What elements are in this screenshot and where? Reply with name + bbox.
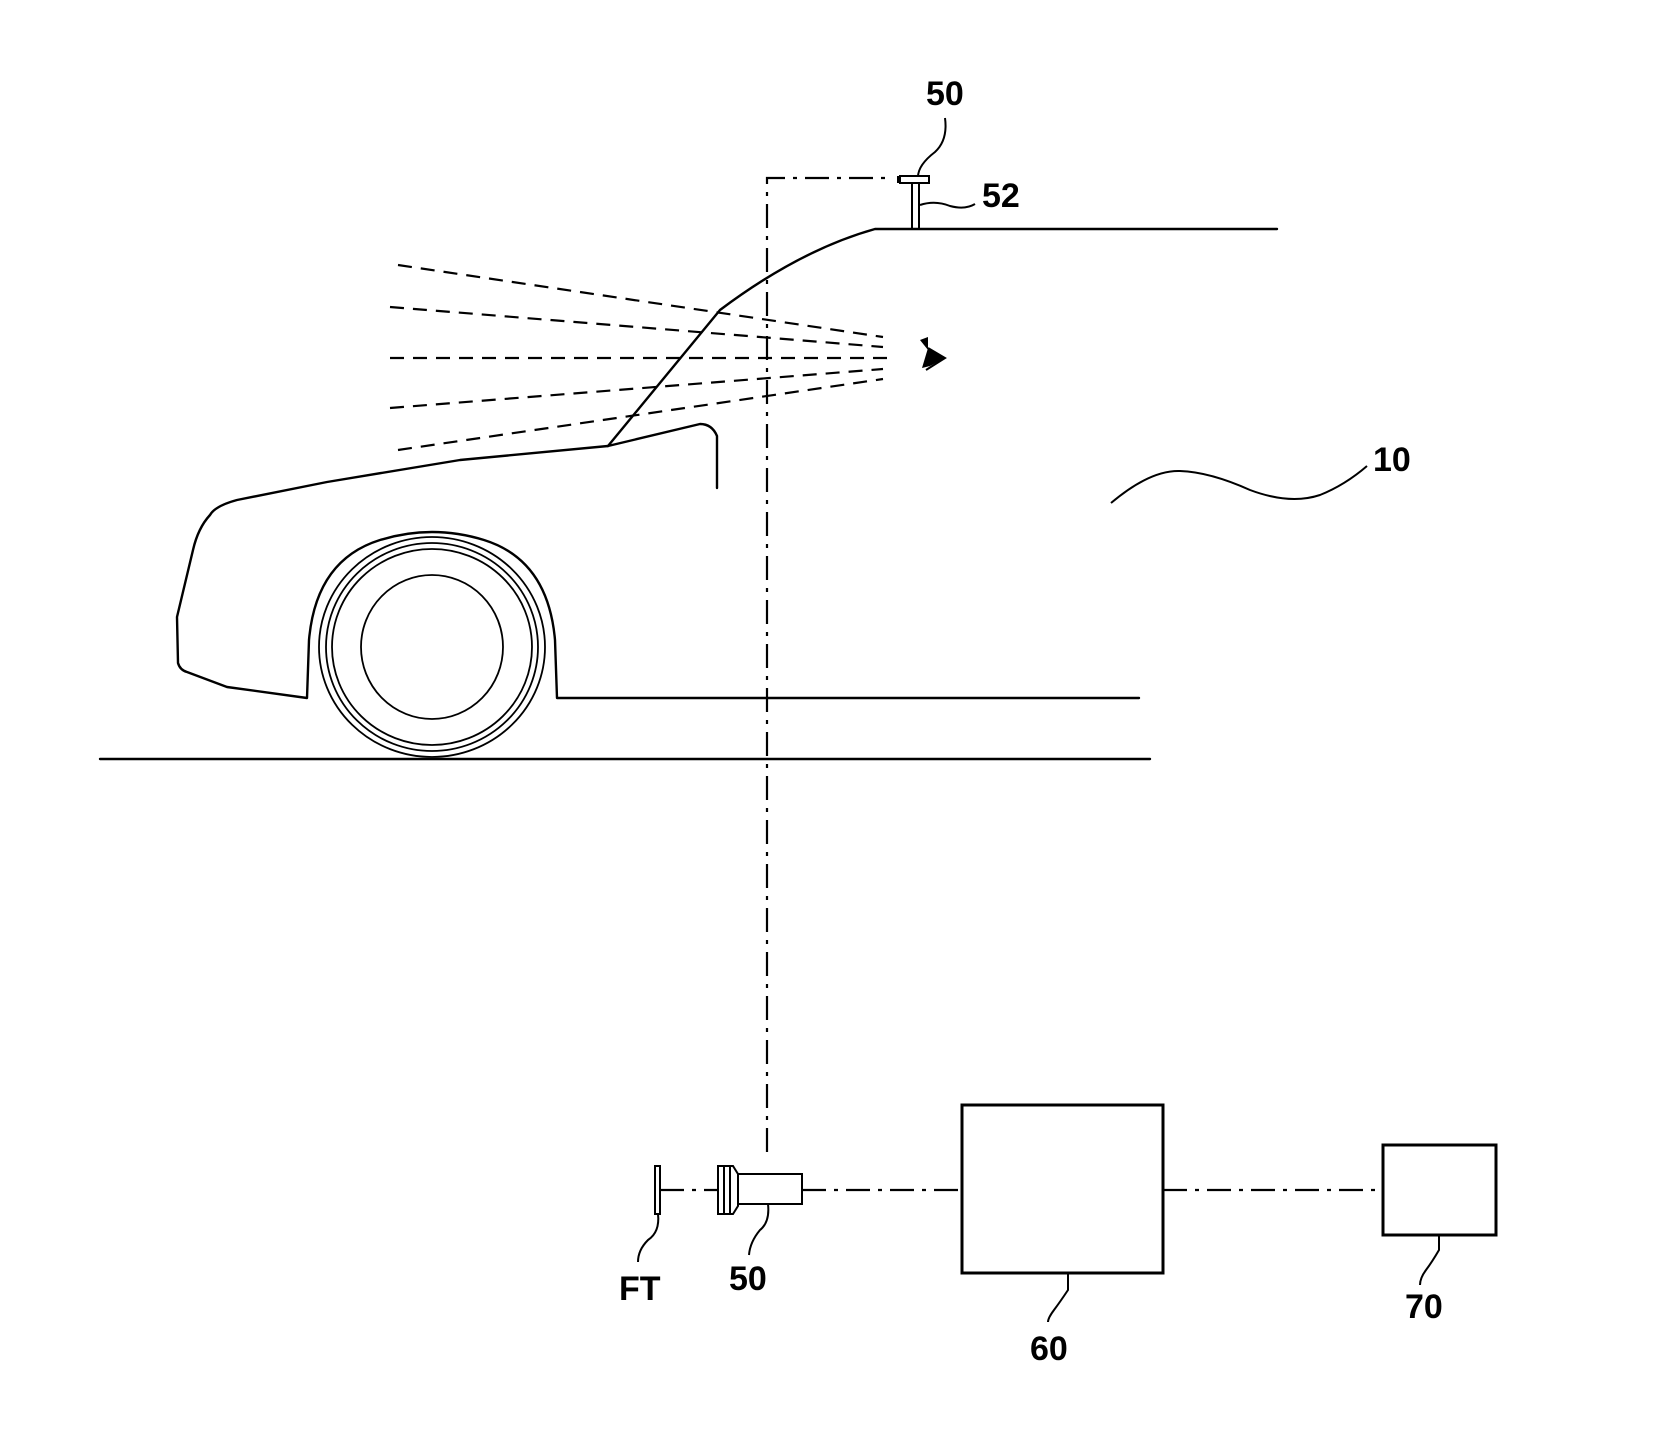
view-ray [397,263,884,339]
tire-middle [325,542,539,752]
wheel-hub [360,574,504,720]
focus-target [654,1165,661,1215]
leader-focus-target [637,1213,660,1263]
leader-camera-top [917,117,947,178]
label-mount: 52 [982,177,1020,215]
leader-vehicle [1110,465,1368,504]
leader-camera-bottom [748,1203,770,1256]
leader-mount [919,201,976,209]
vehicle-cowl [606,422,719,490]
label-processing-unit: 60 [1030,1330,1068,1368]
eye-icon [920,337,947,371]
label-output-unit: 70 [1405,1288,1443,1326]
output-unit-box [1381,1143,1498,1237]
tire-inner [331,548,533,746]
label-camera-top: 50 [926,75,964,113]
signal-path-vertical [765,176,893,1152]
camera-mount [911,183,920,229]
view-ray [397,377,884,452]
view-ray [389,367,884,410]
leader-processing-unit [1047,1273,1069,1323]
view-ray [389,305,884,349]
vehicle-windshield [606,227,1279,448]
tire-outer [318,536,546,758]
leader-output-unit [1419,1235,1440,1286]
label-vehicle: 10 [1373,441,1411,479]
camera-bottom [717,1165,803,1215]
camera-top [897,175,930,184]
label-camera-bottom: 50 [729,1260,767,1298]
vehicle-front-body [175,444,1141,700]
processing-unit-box [960,1103,1165,1275]
label-focus-target: FT [619,1270,661,1308]
